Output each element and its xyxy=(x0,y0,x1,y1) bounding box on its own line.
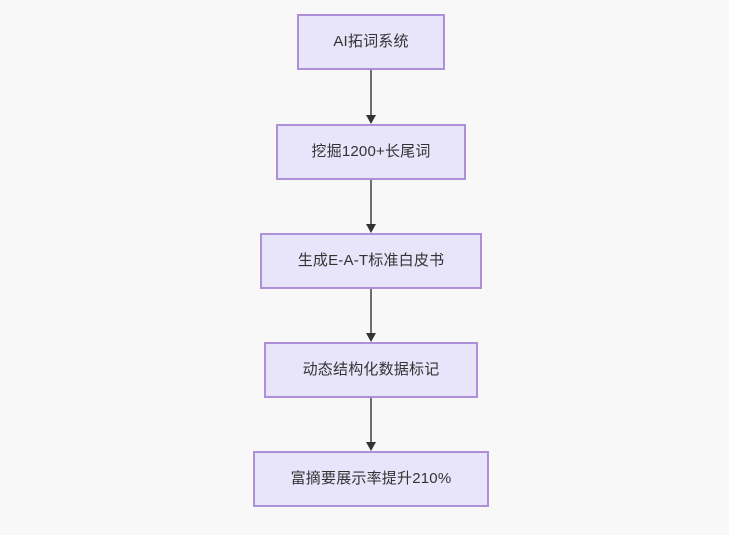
edge-line xyxy=(370,180,372,224)
flow-node-label: 富摘要展示率提升210% xyxy=(290,470,452,488)
flow-node-label: 动态结构化数据标记 xyxy=(302,361,440,379)
flow-node-dynamic-structured-data[interactable]: 动态结构化数据标记 xyxy=(264,342,478,398)
edge-connector-4 xyxy=(366,398,376,451)
flow-node-rich-snippet-uplift[interactable]: 富摘要展示率提升210% xyxy=(253,451,489,507)
arrow-head-icon xyxy=(366,115,376,124)
flow-node-label: 生成E-A-T标准白皮书 xyxy=(297,252,445,270)
arrow-head-icon xyxy=(366,224,376,233)
arrow-head-icon xyxy=(366,333,376,342)
edge-connector-2 xyxy=(366,180,376,233)
flow-node-mine-longtail-keywords[interactable]: 挖掘1200+长尾词 xyxy=(276,124,466,180)
edge-line xyxy=(370,289,372,333)
edge-connector-1 xyxy=(366,70,376,124)
edge-connector-3 xyxy=(366,289,376,342)
edge-line xyxy=(370,70,372,115)
flow-node-label: AI拓词系统 xyxy=(333,33,409,51)
arrow-head-icon xyxy=(366,442,376,451)
flow-node-label: 挖掘1200+长尾词 xyxy=(311,143,431,161)
flow-node-generate-eat-whitepaper[interactable]: 生成E-A-T标准白皮书 xyxy=(260,233,482,289)
flow-node-ai-keyword-system[interactable]: AI拓词系统 xyxy=(297,14,445,70)
edge-line xyxy=(370,398,372,442)
